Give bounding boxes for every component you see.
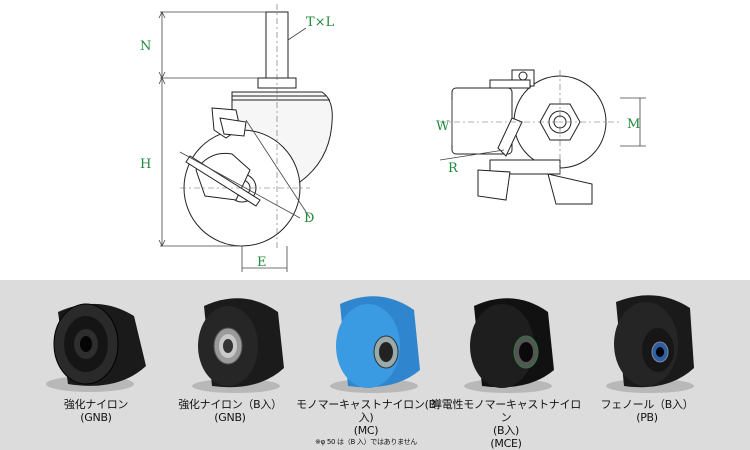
caption-mc: モノマーキャストナイロン(B入) (MC) ※φ 50 は（B 入）ではありませ…	[291, 398, 441, 447]
wheel-gnb-bearing-image	[192, 298, 284, 393]
wheel-code: (B入)	[493, 424, 519, 437]
wheel-name: 導電性モノマーキャストナイロン	[431, 398, 581, 424]
wheel-name: 強化ナイロン（B入）	[178, 398, 282, 411]
caster-technical-drawing: T×L N H D E W M R	[140, 4, 646, 272]
r-label: R	[448, 161, 459, 176]
wheel-name: フェノール（B入）	[600, 398, 694, 411]
wheel-code: (GNB)	[80, 411, 112, 424]
caption-gnb-bearing: 強化ナイロン（B入） (GNB)	[155, 398, 305, 424]
caption-mce: 導電性モノマーキャストナイロン (B入) (MCE)	[431, 398, 581, 450]
wheel-name: 強化ナイロン	[63, 398, 129, 411]
stem-label: T×L	[306, 15, 335, 30]
wheel-code: (GNB)	[214, 411, 246, 424]
h-label: H	[140, 157, 151, 172]
m-label: M	[627, 117, 640, 132]
w-label: W	[436, 119, 450, 134]
wheel-mc-image	[330, 296, 420, 393]
wheel-mce-image	[464, 298, 554, 393]
e-label: E	[257, 255, 267, 270]
wheel-types-panel: 強化ナイロン (GNB) 強化ナイロン（B入） (GNB) モノマーキャストナイ…	[0, 280, 750, 450]
n-label: N	[140, 39, 151, 54]
wheel-pb-image	[606, 295, 694, 393]
wheel-code-2: (MCE)	[490, 437, 522, 450]
wheel-name: モノマーキャストナイロン(B入)	[296, 398, 436, 424]
wheel-gnb-image	[46, 303, 146, 392]
wheel-code: (PB)	[636, 411, 658, 424]
caption-gnb: 強化ナイロン (GNB)	[21, 398, 171, 424]
wheel-note: ※φ 50 は（B 入）ではありません	[315, 438, 417, 446]
wheel-code: (MC)	[353, 424, 379, 437]
d-label: D	[304, 211, 314, 226]
caption-pb: フェノール（B入） (PB)	[572, 398, 722, 424]
